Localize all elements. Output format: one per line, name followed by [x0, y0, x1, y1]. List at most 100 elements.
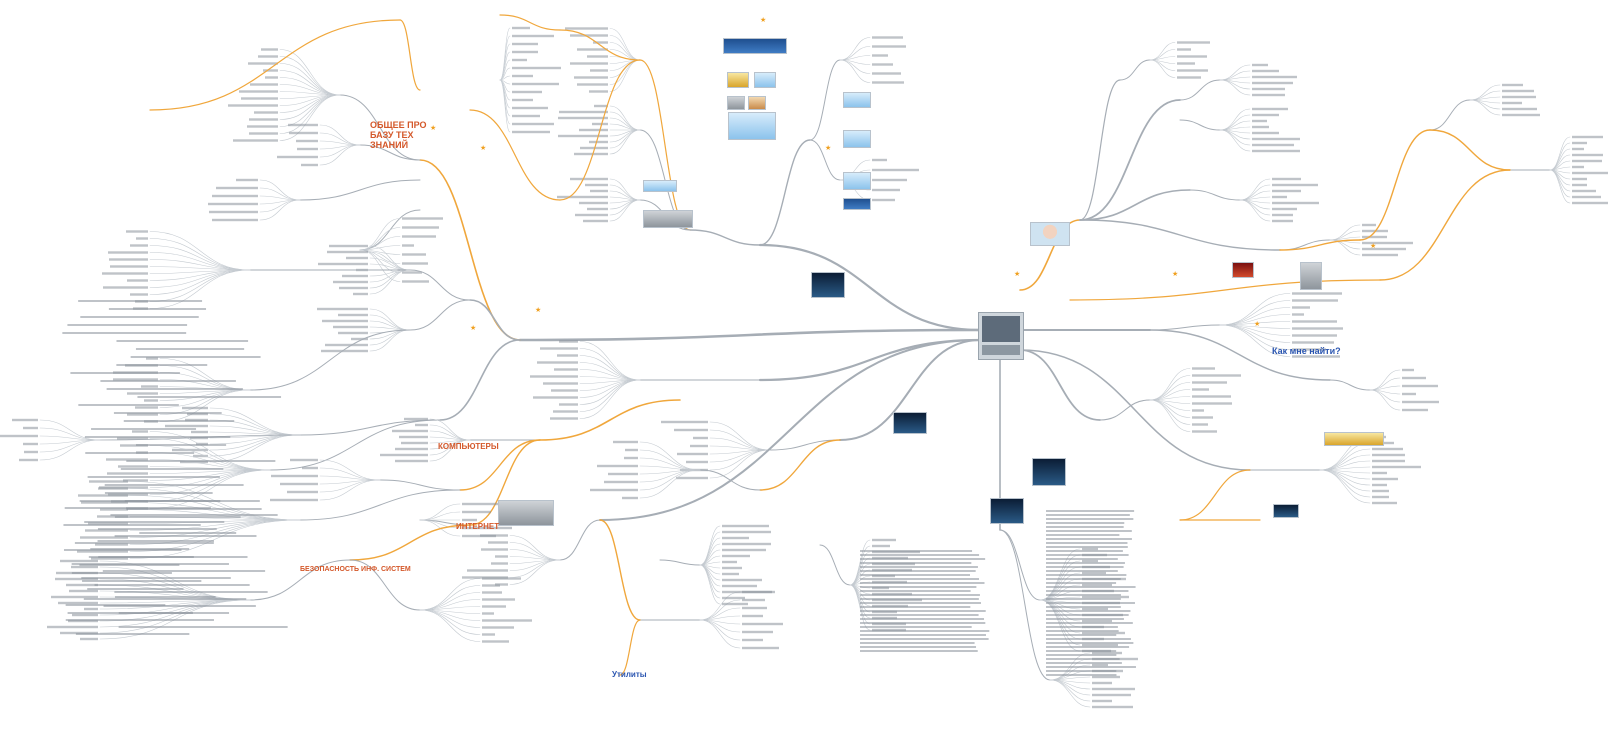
- leaf-topic-text[interactable]: [1192, 416, 1213, 419]
- topic-text-block[interactable]: [75, 633, 190, 635]
- leaf-topic-text[interactable]: [495, 555, 508, 558]
- leaf-topic-text[interactable]: [1192, 430, 1217, 433]
- leaf-topic-text[interactable]: [342, 274, 368, 278]
- topic-text-block[interactable]: [860, 606, 971, 608]
- leaf-topic-text[interactable]: [482, 619, 532, 622]
- leaf-topic-text[interactable]: [66, 583, 98, 587]
- leaf-topic-text[interactable]: [1502, 107, 1537, 111]
- leaf-topic-text[interactable]: [872, 54, 888, 57]
- leaf-topic-text[interactable]: [482, 605, 506, 608]
- leaf-topic-text[interactable]: [102, 272, 148, 275]
- leaf-topic-text[interactable]: [302, 466, 318, 470]
- leaf-topic-text[interactable]: [558, 134, 608, 138]
- leaf-topic-text[interactable]: [1292, 313, 1304, 316]
- leaf-topic-text[interactable]: [512, 114, 540, 118]
- leaf-topic-text[interactable]: [872, 72, 901, 75]
- topic-text-block[interactable]: [70, 372, 180, 374]
- leaf-topic-text[interactable]: [512, 74, 533, 78]
- topic-text-block[interactable]: [63, 549, 182, 551]
- image-thumbnail[interactable]: [723, 38, 787, 54]
- topic-text-block[interactable]: [1046, 526, 1124, 528]
- leaf-topic-text[interactable]: [597, 464, 638, 468]
- topic-text-block[interactable]: [860, 582, 985, 584]
- leaf-topic-text[interactable]: [742, 614, 763, 618]
- leaf-topic-text[interactable]: [482, 612, 494, 615]
- topic-text-block[interactable]: [87, 476, 220, 478]
- topic-text-block[interactable]: [113, 412, 222, 414]
- leaf-topic-text[interactable]: [686, 460, 708, 464]
- leaf-topic-text[interactable]: [1177, 41, 1210, 44]
- topic-text-block[interactable]: [860, 590, 971, 592]
- leaf-topic-text[interactable]: [51, 595, 98, 599]
- leaf-topic-text[interactable]: [327, 250, 368, 254]
- leaf-topic-text[interactable]: [533, 396, 578, 399]
- leaf-topic-text[interactable]: [402, 235, 436, 238]
- leaf-topic-text[interactable]: [55, 577, 98, 581]
- leaf-topic-text[interactable]: [1252, 119, 1267, 123]
- leaf-topic-text[interactable]: [351, 337, 368, 341]
- leaf-topic-text[interactable]: [722, 572, 739, 576]
- topic-text-block[interactable]: [860, 574, 971, 576]
- leaf-topic-text[interactable]: [249, 118, 278, 121]
- leaf-topic-text[interactable]: [1082, 607, 1108, 611]
- leaf-topic-text[interactable]: [80, 536, 128, 539]
- image-thumbnail[interactable]: [843, 130, 871, 148]
- leaf-topic-text[interactable]: [722, 560, 737, 564]
- leaf-topic-text[interactable]: [574, 76, 608, 79]
- leaf-topic-text[interactable]: [554, 368, 578, 371]
- leaf-topic-text[interactable]: [399, 435, 428, 439]
- leaf-topic-text[interactable]: [325, 343, 368, 347]
- topic-text-block[interactable]: [860, 634, 986, 636]
- leaf-topic-text[interactable]: [872, 198, 895, 202]
- topic-text-block[interactable]: [860, 578, 980, 580]
- leaf-topic-text[interactable]: [1292, 348, 1326, 351]
- leaf-topic-text[interactable]: [512, 66, 561, 70]
- topic-text-block[interactable]: [1046, 518, 1134, 520]
- leaf-topic-text[interactable]: [742, 630, 773, 634]
- leaf-topic-text[interactable]: [339, 286, 368, 290]
- topic-text-block[interactable]: [78, 300, 203, 302]
- leaf-topic-text[interactable]: [1252, 113, 1279, 117]
- leaf-topic-text[interactable]: [135, 406, 158, 409]
- topic-text-block[interactable]: [860, 646, 977, 648]
- leaf-topic-text[interactable]: [1292, 355, 1340, 358]
- leaf-topic-text[interactable]: [480, 534, 508, 537]
- leaf-topic-text[interactable]: [1402, 384, 1438, 388]
- leaf-topic-text[interactable]: [1177, 76, 1201, 79]
- leaf-topic-text[interactable]: [193, 454, 208, 458]
- leaf-topic-text[interactable]: [216, 186, 258, 190]
- topic-text-block[interactable]: [860, 566, 978, 568]
- leaf-topic-text[interactable]: [722, 554, 750, 558]
- leaf-topic-text[interactable]: [742, 606, 767, 610]
- image-thumbnail[interactable]: [1300, 262, 1322, 290]
- leaf-topic-text[interactable]: [287, 490, 318, 494]
- leaf-topic-text[interactable]: [402, 226, 439, 229]
- leaf-topic-text[interactable]: [1192, 381, 1227, 384]
- leaf-topic-text[interactable]: [512, 34, 554, 38]
- leaf-topic-text[interactable]: [402, 271, 422, 274]
- leaf-topic-text[interactable]: [212, 218, 258, 222]
- leaf-topic-text[interactable]: [317, 307, 368, 311]
- leaf-topic-text[interactable]: [23, 442, 38, 446]
- leaf-topic-text[interactable]: [722, 578, 762, 582]
- topic-text-block[interactable]: [97, 540, 214, 542]
- topic-text-block[interactable]: [108, 308, 207, 310]
- topic-text-block[interactable]: [1046, 590, 1129, 592]
- topic-text-block[interactable]: [84, 521, 225, 523]
- leaf-topic-text[interactable]: [250, 83, 278, 86]
- leaf-topic-text[interactable]: [1572, 165, 1584, 169]
- leaf-topic-text[interactable]: [1177, 69, 1208, 72]
- leaf-topic-text[interactable]: [228, 104, 278, 107]
- topic-text-block[interactable]: [860, 598, 979, 600]
- leaf-topic-text[interactable]: [85, 529, 128, 532]
- leaf-topic-text[interactable]: [12, 418, 38, 422]
- topic-text-block[interactable]: [1046, 610, 1131, 612]
- image-thumbnail[interactable]: [727, 72, 749, 88]
- leaf-topic-text[interactable]: [722, 542, 771, 546]
- leaf-topic-text[interactable]: [604, 480, 638, 484]
- leaf-topic-text[interactable]: [722, 524, 769, 528]
- leaf-topic-text[interactable]: [277, 155, 318, 159]
- leaf-topic-text[interactable]: [1252, 125, 1269, 129]
- leaf-topic-text[interactable]: [1572, 195, 1601, 199]
- leaf-topic-text[interactable]: [110, 265, 148, 268]
